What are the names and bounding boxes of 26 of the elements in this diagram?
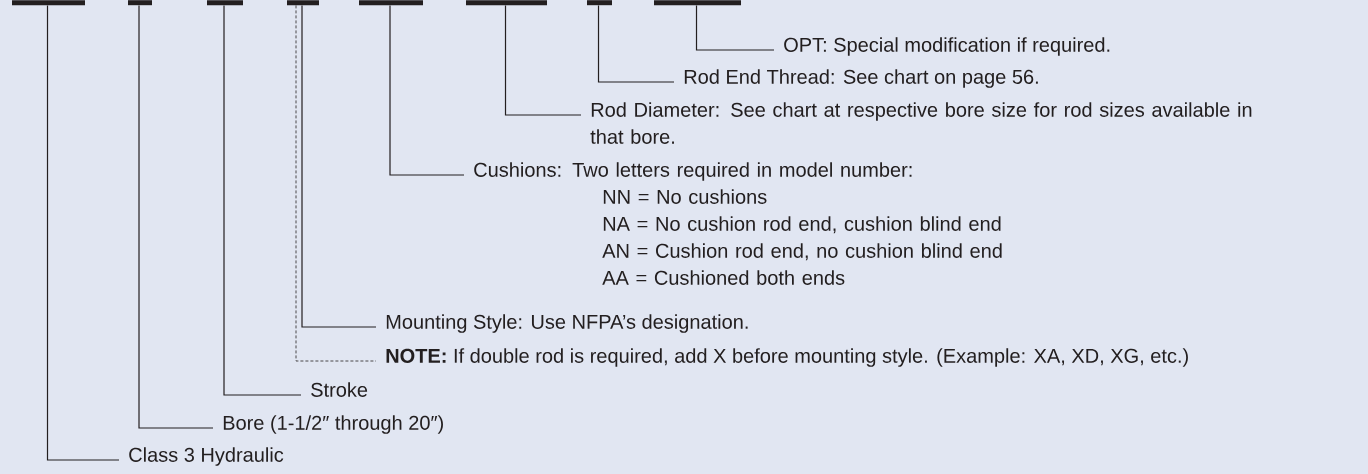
leader-line (695, 4, 775, 51)
leader-line (138, 4, 214, 429)
leader-line (389, 4, 465, 176)
leader-line (301, 4, 377, 328)
code-bar (587, 0, 612, 6)
description-text: Bore (1-1/2″ through 20″) (223, 415, 443, 434)
description-text: Mounting Style: Use NFPA’s designation. (386, 314, 748, 333)
leader-line (223, 4, 302, 396)
code-bar (12, 0, 85, 6)
leader-line (295, 5, 377, 362)
description-text: Rod End Thread: See chart on page 56. (684, 69, 1038, 88)
description-text: Rod Diameter: See chart at respective bore size for rod sizes available in that bore. (590, 102, 1252, 144)
leader-line (597, 4, 675, 83)
code-bar (466, 0, 547, 6)
code-bar (207, 0, 243, 6)
leader-line (504, 4, 582, 116)
description-text: OPT: Special modification if required. (784, 37, 1110, 56)
code-bar (654, 0, 741, 6)
description-text: Stroke (311, 382, 368, 397)
description-text: Cushions: Two letters required in model number: NN = No cushions NA = No cushion rod end, cushion blind end AN = Cushion rod end, no cushion blind end AA = Cushioned both ends (474, 162, 1002, 285)
leader-line (46, 4, 120, 461)
description-text: Class 3 Hydraulic (129, 447, 284, 466)
code-bar (128, 0, 152, 6)
code-bar (359, 0, 423, 6)
code-bar (287, 0, 319, 6)
description-text: NOTE: If double rod is required, add X before mounting style. (Example: XA, XD, XG, etc.) (386, 348, 1188, 367)
